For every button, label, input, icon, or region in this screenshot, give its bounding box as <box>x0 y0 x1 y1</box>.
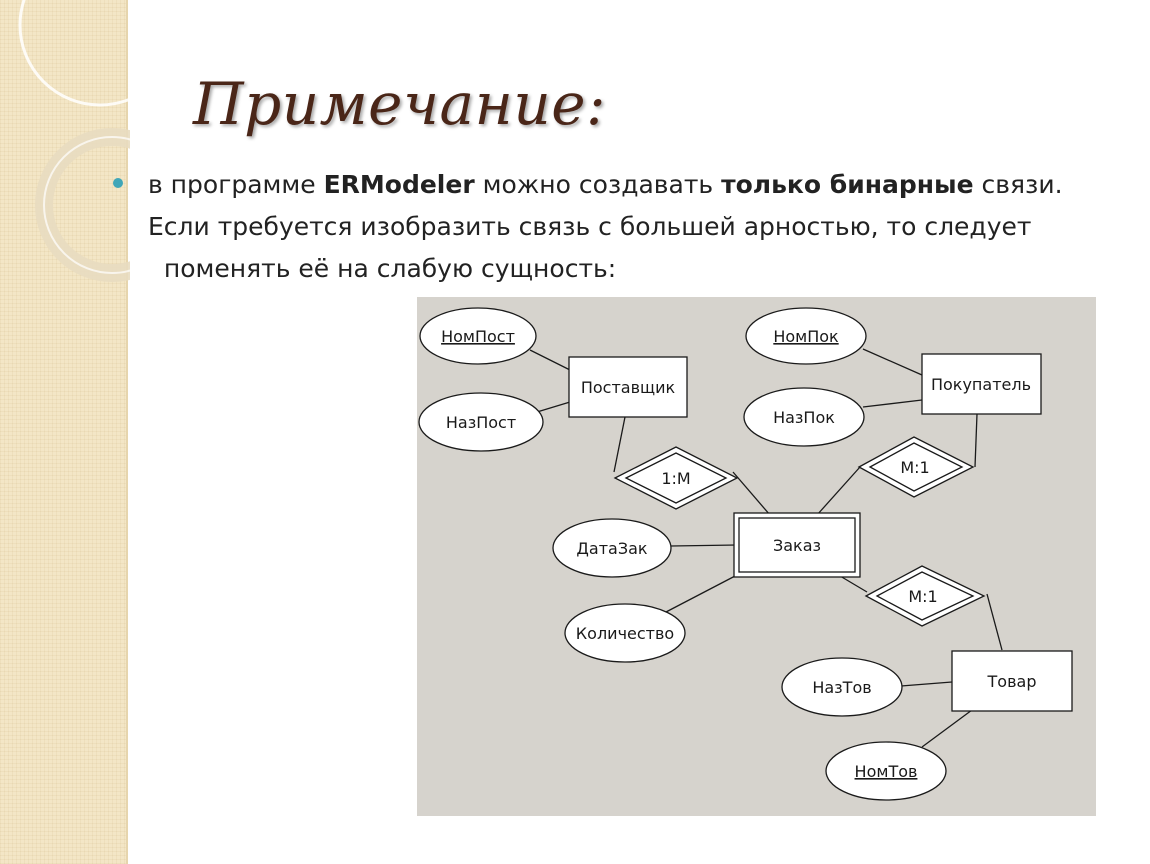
attribute-supplier-id-label: НомПост <box>441 327 515 346</box>
connector-lines <box>529 348 1003 748</box>
entity-buyer: Покупатель <box>921 353 1042 415</box>
attribute-product-name-label: НазТов <box>812 678 871 697</box>
attribute-product-name: НазТов <box>781 657 903 717</box>
attribute-order-date-label: ДатаЗак <box>576 539 647 558</box>
attribute-supplier-id: НомПост <box>419 307 537 365</box>
entity-order: Заказ <box>733 512 861 578</box>
attribute-supplier-name-label: НазПост <box>446 413 516 432</box>
note-text-part: в программе <box>148 170 324 199</box>
entity-product-label: Товар <box>987 672 1037 691</box>
entity-product: Товар <box>951 650 1073 712</box>
note-text-part: связи. Если требуется изобразить связь с… <box>148 170 1063 283</box>
decorative-circles <box>18 0 130 282</box>
note-text-part: можно создавать <box>474 170 722 199</box>
attribute-quantity-label: Количество <box>576 624 674 643</box>
relationship-supplier-order: 1:M <box>613 446 739 510</box>
attribute-product-id-label: НомТов <box>855 762 918 781</box>
entity-buyer-label: Покупатель <box>931 375 1031 394</box>
program-name: ERModeler <box>323 170 475 199</box>
note-text: в программе ERModeler можно создавать то… <box>148 164 1108 290</box>
relationship-order-product-label: M:1 <box>908 587 937 606</box>
attribute-quantity: Количество <box>564 603 686 663</box>
attribute-order-date: ДатаЗак <box>552 518 672 578</box>
er-diagram: НомПост НазПост НомПок НазПок ДатаЗак Ко… <box>417 297 1096 816</box>
entity-supplier: Поставщик <box>568 356 688 418</box>
binary-only-emphasis: только бинарные <box>721 170 974 199</box>
entity-order-label: Заказ <box>773 536 821 555</box>
attribute-product-id: НомТов <box>825 741 947 801</box>
relationship-buyer-order-label: M:1 <box>900 458 929 477</box>
attribute-buyer-id-label: НомПок <box>773 327 839 346</box>
attribute-buyer-id: НомПок <box>745 307 867 365</box>
relationship-buyer-order: M:1 <box>857 436 975 498</box>
attribute-supplier-name: НазПост <box>418 392 544 452</box>
attribute-buyer-name: НазПок <box>743 387 865 447</box>
attribute-buyer-name-label: НазПок <box>773 408 835 427</box>
slide-title: Примечание: <box>193 70 607 138</box>
relationship-order-product: M:1 <box>864 565 986 627</box>
entity-supplier-label: Поставщик <box>581 378 676 397</box>
relationship-supplier-order-label: 1:M <box>661 469 690 488</box>
bullet-icon <box>113 178 123 188</box>
